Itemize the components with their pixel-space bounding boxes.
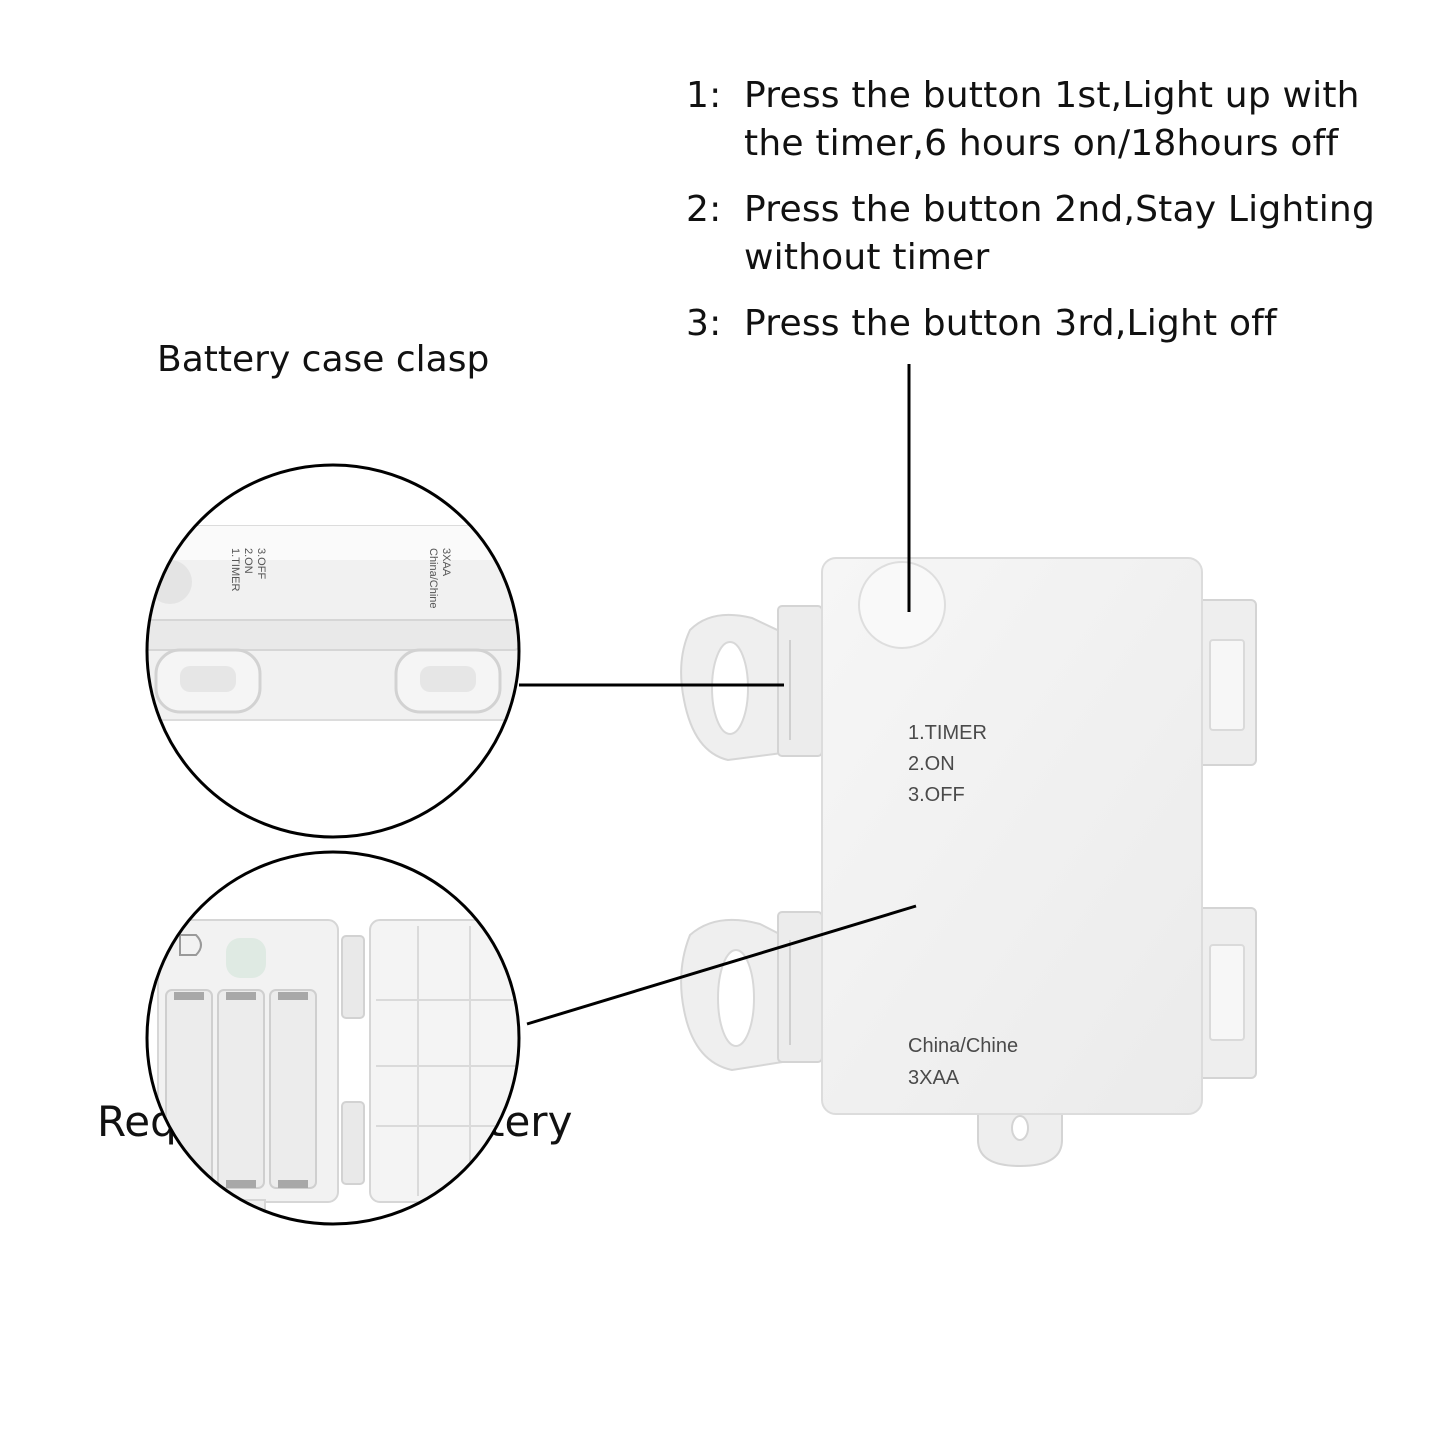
svg-text:3.OFF: 3.OFF bbox=[255, 548, 267, 579]
power-button[interactable] bbox=[858, 561, 946, 649]
instruction-step-2: 2: Press the button 2nd,Stay Lighting wi… bbox=[686, 186, 1426, 282]
compartment-zoom-border bbox=[145, 850, 521, 1226]
case-label-timer: 1.TIMER bbox=[908, 722, 987, 744]
svg-text:China/Chine: China/Chine bbox=[427, 548, 439, 609]
svg-text:2.ON: 2.ON bbox=[242, 548, 254, 574]
case-label-off: 3.OFF bbox=[908, 784, 965, 806]
battery-box-body bbox=[821, 557, 1203, 1115]
case-label-on: 2.ON bbox=[908, 753, 955, 775]
compartment-leader-line bbox=[526, 904, 917, 1026]
step-number: 3: bbox=[686, 303, 722, 344]
instruction-step-3: 3: Press the button 3rd,Light off bbox=[686, 300, 1426, 348]
clasp-zoom-circle: 1.TIMER 2.ON 3.OFF China/Chine 3XAA bbox=[145, 463, 521, 839]
step-text: Press the button 1st,Light up with the t… bbox=[744, 75, 1360, 164]
battery-box: 1.TIMER 2.ON 3.OFF China/Chine 3XAA bbox=[680, 557, 1257, 1168]
clasp-caption: Battery case clasp bbox=[157, 339, 490, 380]
button-instructions: 1: Press the button 1st,Light up with th… bbox=[686, 72, 1426, 366]
instruction-step-1: 1: Press the button 1st,Light up with th… bbox=[686, 72, 1426, 168]
case-label-battery: 3XAA bbox=[908, 1067, 960, 1089]
step-number: 2: bbox=[686, 189, 722, 230]
step-text: Press the button 2nd,Stay Lighting witho… bbox=[744, 189, 1375, 278]
svg-text:3XAA: 3XAA bbox=[440, 548, 452, 577]
clasp-zoom-border bbox=[145, 463, 521, 839]
step-number: 1: bbox=[686, 75, 722, 116]
step-text: Press the button 3rd,Light off bbox=[744, 303, 1277, 344]
case-label-origin: China/Chine bbox=[908, 1035, 1018, 1057]
battery-compartment-zoom-circle bbox=[145, 850, 521, 1226]
svg-text:1.TIMER: 1.TIMER bbox=[229, 548, 241, 591]
